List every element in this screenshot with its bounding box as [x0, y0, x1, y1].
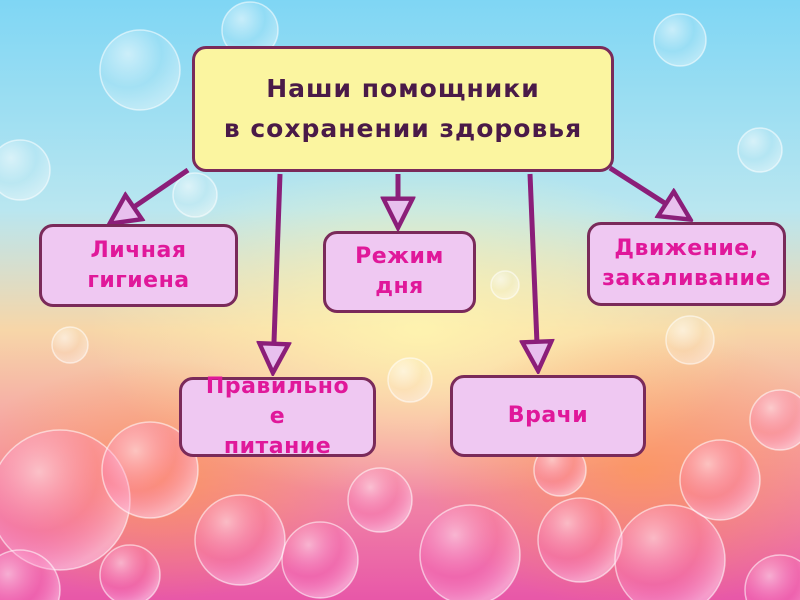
- node-label: Личная гигиена: [87, 237, 190, 293]
- node-proper-nutrition: Правильное питание: [179, 374, 376, 459]
- node-label: Режим дня: [355, 244, 444, 299]
- node-label: Движение, закаливание: [602, 236, 771, 291]
- node-personal-hygiene: Личная гигиена: [39, 224, 238, 307]
- node-doctors: Врачи: [450, 375, 646, 457]
- node-movement-hardening: Движение, закаливание: [587, 222, 786, 306]
- node-label: Врачи: [507, 403, 589, 428]
- arrow-to-doctors: [530, 173, 538, 368]
- title-node: Наши помощники в сохранении здоровья: [192, 46, 614, 172]
- arrow-to-nutrition: [273, 173, 280, 370]
- arrow-to-movement: [608, 165, 688, 218]
- node-daily-routine: Режим дня: [323, 231, 476, 313]
- arrow-to-hygiene: [112, 167, 190, 222]
- node-label: Правильное питание: [205, 374, 350, 459]
- title-text: Наши помощники в сохранении здоровья: [223, 74, 583, 143]
